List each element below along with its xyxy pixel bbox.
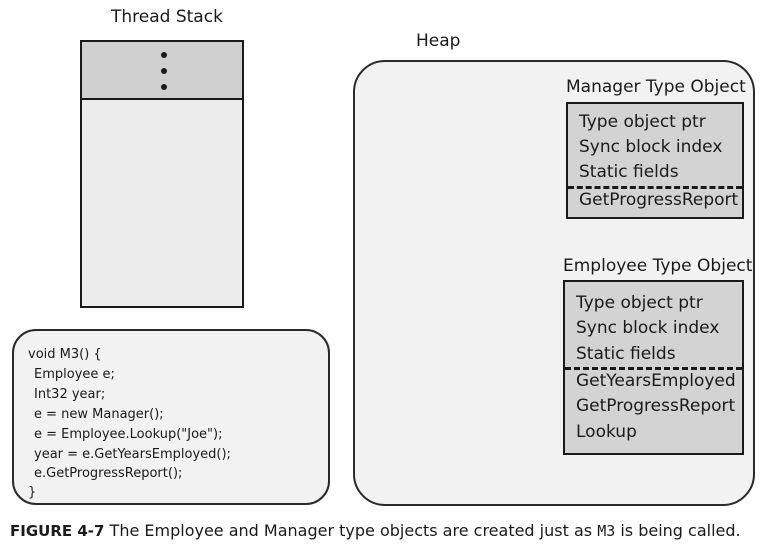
employee-type-object: Type object ptr Sync block index Static … (563, 280, 744, 455)
ellipsis-dot (161, 84, 167, 90)
code-line: year = e.GetYearsEmployed(); (34, 447, 231, 462)
ellipsis-dot (161, 52, 167, 58)
manager-type-object-title: Manager Type Object (566, 77, 746, 97)
code-line: Employee e; (34, 367, 115, 382)
employee-method-getyearsemployed: GetYearsEmployed (576, 371, 736, 391)
caption-text-after: is being called. (620, 521, 741, 540)
code-line: } (28, 485, 37, 500)
caption-text-before: The Employee and Manager type objects ar… (109, 521, 593, 540)
code-line: e = Employee.Lookup("Joe"); (34, 427, 223, 442)
figure-label: FIGURE 4-7 (10, 522, 105, 540)
code-block: void M3() { Employee e; Int32 year; e = … (12, 329, 330, 505)
code-line: e = new Manager(); (34, 407, 164, 422)
caption-code: M3 (597, 522, 616, 540)
thread-stack-title: Thread Stack (111, 7, 223, 27)
manager-field-static-fields: Static fields (579, 162, 679, 182)
manager-type-object: Type object ptr Sync block index Static … (566, 102, 744, 219)
employee-method-lookup: Lookup (576, 422, 637, 442)
employee-methods-separator (565, 367, 742, 370)
thread-stack (80, 40, 244, 308)
employee-field-static-fields: Static fields (576, 344, 676, 364)
ellipsis-dot (161, 68, 167, 74)
employee-field-type-object-ptr: Type object ptr (576, 293, 703, 313)
code-line: e.GetProgressReport(); (34, 466, 183, 481)
manager-field-sync-block-index: Sync block index (579, 137, 723, 157)
thread-stack-frames-ellipsis (82, 42, 242, 100)
code-line: Int32 year; (34, 387, 106, 402)
employee-field-sync-block-index: Sync block index (576, 318, 720, 338)
employee-method-getprogressreport: GetProgressReport (576, 396, 736, 416)
employee-type-object-title: Employee Type Object (563, 256, 753, 276)
manager-method-getprogressreport: GetProgressReport (579, 190, 739, 210)
manager-methods-separator (568, 186, 742, 189)
heap-title: Heap (416, 31, 461, 51)
code-line: void M3() { (28, 347, 102, 362)
figure-caption: FIGURE 4-7 The Employee and Manager type… (10, 521, 741, 540)
manager-field-type-object-ptr: Type object ptr (579, 112, 706, 132)
